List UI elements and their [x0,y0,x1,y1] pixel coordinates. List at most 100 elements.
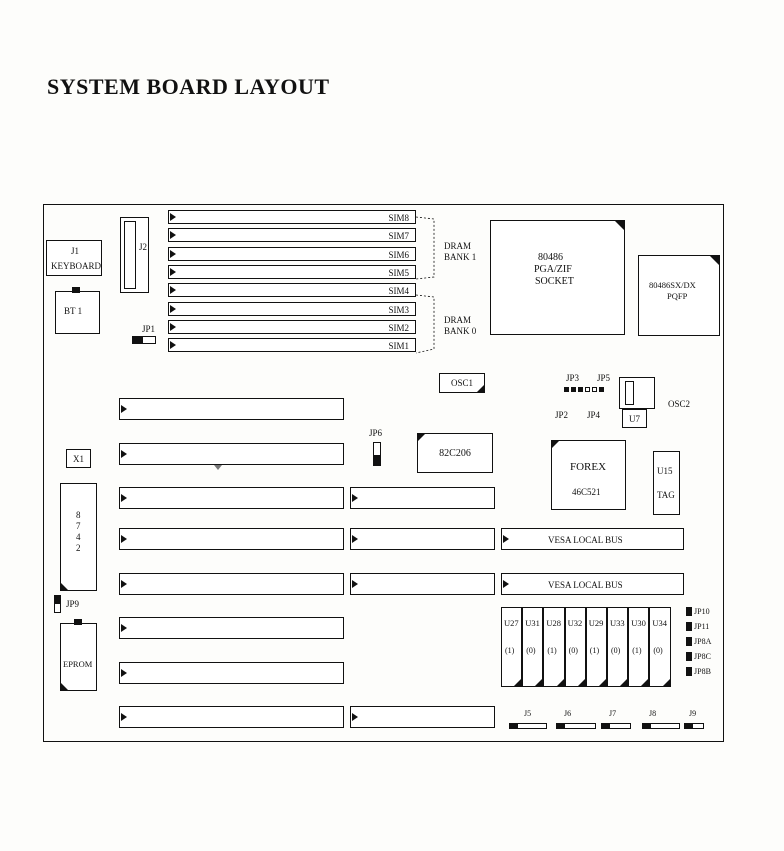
isa-slot [119,528,344,550]
x1-label: X1 [73,453,84,464]
simm-slot: SIM5 [168,264,416,279]
crystal-x1: X1 [66,449,91,468]
cpu-pqfp: 80486SX/DX PQFP [638,255,720,336]
slot-key-marker [121,450,127,458]
pin1-marker [557,724,565,728]
slot-key-marker [121,580,127,588]
vesa-slot-1-label: VESA LOCAL BUS [548,535,623,545]
pin1-marker [514,679,522,686]
pin1-marker [556,679,564,686]
pin1-marker [577,679,585,686]
isa-slot [350,706,495,728]
right-jumper-label: JP10 [694,607,710,616]
osc2-label: OSC2 [668,399,691,409]
jp2-label: JP2 [555,410,569,420]
cache-chip-name: U32 [567,618,583,628]
battery-bt1: BT 1 [55,291,100,334]
osc2-inner [625,381,634,405]
simm-slot-label: SIM3 [388,304,409,315]
cache-chip-name: U29 [588,618,604,628]
jp3-label: JP3 [566,373,580,383]
dram-bank0-line1: DRAM [444,315,472,325]
cache-chip-bit: (0) [653,646,663,655]
jp3-pin-a [571,387,576,392]
cache-chip: U32 (0) [564,607,586,687]
simm-slot-label: SIM2 [388,322,409,333]
cpu-socket-line1: 80486 [538,252,563,263]
forex-line1: FOREX [570,461,607,473]
cache-chip-bit: (0) [568,646,578,655]
oscillator-osc1: OSC1 [439,373,485,393]
vesa-slot-1: VESA LOCAL BUS [501,528,684,550]
cache-chip-name: U33 [610,618,625,628]
j2-pin-strip [124,221,136,289]
j2-label: J2 [139,242,148,252]
cache-chip-bit: (1) [589,646,600,655]
pin1-marker [620,679,628,686]
simm-slot: SIM8 [168,210,416,224]
keyboard-connector-j1: J1 KEYBOARD [46,240,102,276]
connector-strip [556,723,596,729]
slot-key-marker [170,286,176,295]
simm-slot: SIM3 [168,301,416,316]
pin1-marker [598,679,606,686]
simm-slot-label: SIM8 [388,213,409,223]
jumper-block [686,667,692,676]
bt1-terminal [72,287,80,293]
chip-eprom: EPROM [60,623,97,691]
jp1-label: JP1 [142,324,156,334]
cache-chip-bit: (0) [611,646,621,655]
slot-key-marker [121,669,127,677]
isa-slot [119,487,344,509]
page-title: SYSTEM BOARD LAYOUT [47,74,330,99]
connector-label: J7 [609,709,617,718]
slot-key-marker [121,494,127,502]
j1-name: J1 [71,246,80,256]
simm-slot: SIM1 [168,338,416,353]
slot-key-marker [170,341,176,350]
dram-bank1-line1: DRAM [444,241,472,251]
jp2-pin [564,387,569,392]
chip-82c206-label: 82C206 [439,447,471,459]
slot-key-marker [170,322,176,331]
slot-key-marker [170,267,176,276]
cache-chip: U28(1) [543,607,565,687]
jp6-label: JP6 [369,428,383,438]
isa-slot [119,706,344,728]
u7-label: U7 [629,413,640,424]
right-jumper-label: JP8B [694,667,711,676]
pin1-marker [641,679,649,686]
cache-chip-name: U28 [546,618,562,628]
eprom-label: EPROM [63,659,93,669]
cache-chip: U30(1) [628,607,650,687]
connector-label: J6 [564,709,572,718]
right-jumper-label: JP8C [694,652,711,661]
isa-slot [350,528,495,550]
jumper-jp1 [132,336,156,344]
simm-slot-label: SIM4 [388,286,409,297]
slot-key-marker [170,249,176,258]
slot-key-marker [170,304,176,313]
u15-line2: TAG [657,490,675,500]
simm-slot: SIM6 [168,246,416,261]
simm-slot-label: SIM7 [388,231,409,242]
pin1-marker [662,679,670,686]
simm-slot: SIM2 [168,319,416,334]
cache-chip: U34(0) [649,607,671,687]
cache-chip: U27(1) [501,607,523,687]
cache-chip: U33 (0) [607,607,629,687]
pin1-marker [510,724,518,728]
jp3-pin-b [578,387,583,392]
cache-chip-name: U30 [631,618,646,628]
jumper-block [686,637,692,646]
isa-slot [119,662,344,684]
jumper-jp6 [373,442,381,466]
slot-key-marker [121,713,127,721]
jp5-label: JP5 [597,373,611,383]
vesa-slot-2: VESA LOCAL BUS [501,573,684,595]
connector-strip [601,723,631,729]
cpu-pqfp-line1: 80486SX/DX [649,280,696,290]
jp5-pin-b [599,387,604,392]
connector-strip [642,723,680,729]
